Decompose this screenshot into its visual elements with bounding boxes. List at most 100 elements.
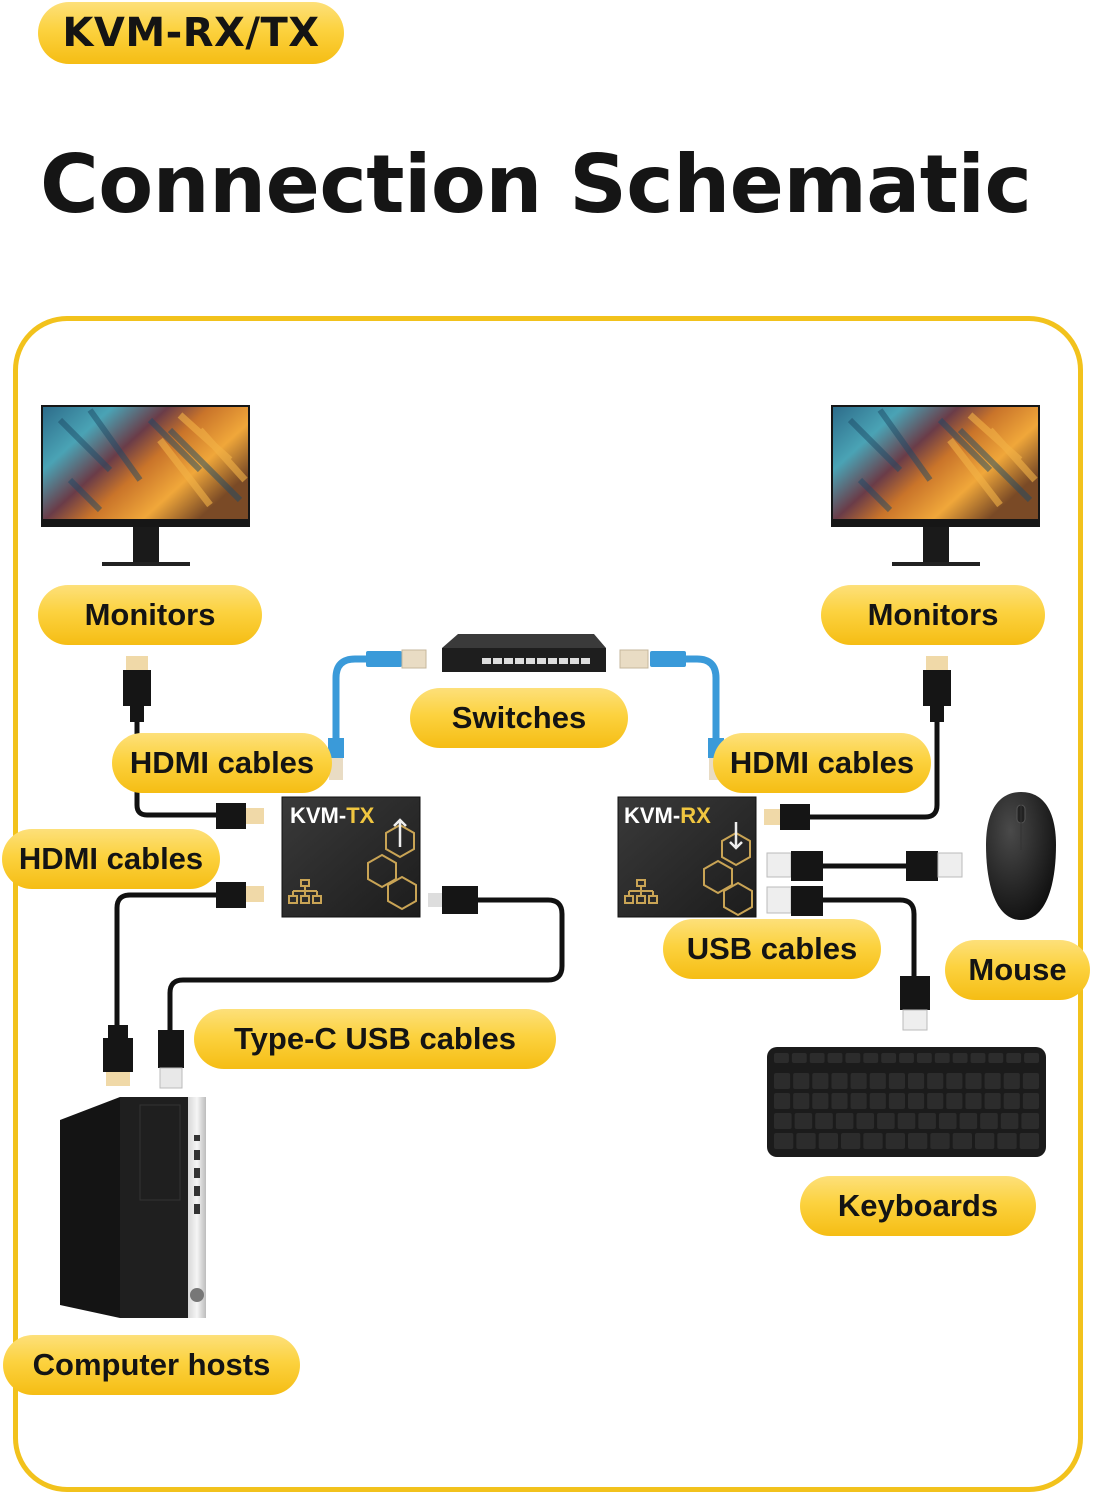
usb-connector-icon [900,976,930,1031]
keyboard-key [793,1073,810,1089]
desktop-tower-icon [60,1097,206,1318]
keyboard-key [938,1113,957,1129]
keyboard-key [1006,1053,1022,1063]
network-topology-icon [288,879,322,904]
keyboard-key [794,1113,813,1129]
keyboard-key [888,1093,905,1109]
rx-suffix: RX [680,803,711,828]
keyboard-key [774,1113,792,1129]
keyboard-key [1022,1093,1039,1109]
mouse [986,792,1056,920]
keyboard-key [815,1113,833,1129]
label-hdmi-cables-top-left: HDMI cables [112,733,332,793]
keyboard-key [812,1093,829,1109]
type-c-usb-cable [158,886,565,1089]
hdmi-cable-right-monitor [764,656,951,830]
keyboard-key [791,1053,807,1063]
label-hdmi-cables-left: HDMI cables [2,829,220,889]
network-topology-icon [624,879,658,904]
keyboard-key [927,1093,944,1109]
kvm-tx-device: KVM-TX [281,796,421,918]
label-usb-cables: USB cables [663,919,881,979]
rj45-connector-icon [619,649,649,669]
ethernet-cable-left [328,649,427,780]
keyboard-key [1003,1093,1020,1109]
keyboard-key [984,1073,1001,1089]
keyboard-key [827,1053,843,1063]
keyboard-key [850,1093,867,1109]
keyboard-key [863,1053,879,1063]
hdmi-cable-computer [103,882,264,1086]
keyboard-key [965,1093,982,1109]
ethernet-cable-right [619,649,724,780]
diagram-frame [13,316,1083,1492]
hdmi-connector-icon [923,656,951,722]
hdmi-connector-icon [123,656,151,722]
usb-connector-icon [906,851,963,881]
arrow-up-icon [393,818,407,847]
keyboard-key [1019,1133,1039,1149]
keyboard-key [930,1133,950,1149]
label-monitors-left: Monitors [38,585,262,645]
usb-cable-keyboard [766,886,930,1031]
keyboard-key [774,1073,791,1089]
hdmi-connector-icon [103,1025,133,1086]
network-switch [442,634,606,672]
label-hdmi-cables-right: HDMI cables [713,733,931,793]
keyboard-key [908,1093,925,1109]
keyboard-key [899,1053,914,1063]
keyboard-key [959,1113,978,1129]
tx-prefix: KVM- [290,803,346,828]
keyboard-key [897,1113,916,1129]
keyboard-key [869,1073,886,1089]
keyboard-key [818,1133,838,1149]
keyboard-key [908,1133,928,1149]
label-computer-hosts: Computer hosts [3,1335,300,1395]
keyboard-key [988,1053,1004,1063]
keyboard-key [793,1093,810,1109]
keyboard-key [1022,1073,1039,1089]
keyboard-key [881,1053,897,1063]
keyboard-key [845,1053,861,1063]
keyboard-key [1000,1113,1019,1129]
keyboard-key [952,1053,968,1063]
keyboard-key [774,1093,791,1109]
keyboard-key [774,1133,794,1149]
keyboard-key [831,1093,848,1109]
rj45-connector-icon [401,649,427,669]
keyboard-key [965,1073,982,1089]
hdmi-cable-left-monitor [123,656,264,829]
keyboard-key [916,1053,932,1063]
keyboard-key [809,1053,825,1063]
keyboard-key [980,1113,998,1129]
keyboard-key [831,1073,848,1089]
keyboard-key [835,1113,854,1129]
product-tag: KVM-RX/TX [38,2,344,64]
usb-connector-icon [158,1030,184,1089]
keyboard-key [975,1133,995,1149]
svg-text:KVM-RX: KVM-RX [624,803,711,828]
keyboard-key [970,1053,986,1063]
keyboard-key [984,1093,1001,1109]
label-monitors-right: Monitors [821,585,1045,645]
rx-prefix: KVM- [624,803,680,828]
tx-suffix: TX [346,803,374,828]
page-title: Connection Schematic [40,138,1032,231]
monitor-left [41,405,250,566]
keyboard-key [841,1133,861,1149]
keyboard-key [1021,1113,1039,1129]
keyboard-key [869,1093,886,1109]
keyboard-key [850,1073,867,1089]
computer-host [60,1097,206,1318]
label-switches: Switches [410,688,628,748]
label-keyboards: Keyboards [800,1176,1036,1236]
keyboard-key [927,1073,944,1089]
keyboard-key [908,1073,925,1089]
hp-logo-icon [190,1288,204,1302]
keyboard-key [997,1133,1017,1149]
kvm-rx-device: KVM-RX [617,796,757,918]
label-type-c-usb-cables: Type-C USB cables [194,1009,556,1069]
keyboard-key [863,1133,883,1149]
network-switch-icon [442,634,606,672]
